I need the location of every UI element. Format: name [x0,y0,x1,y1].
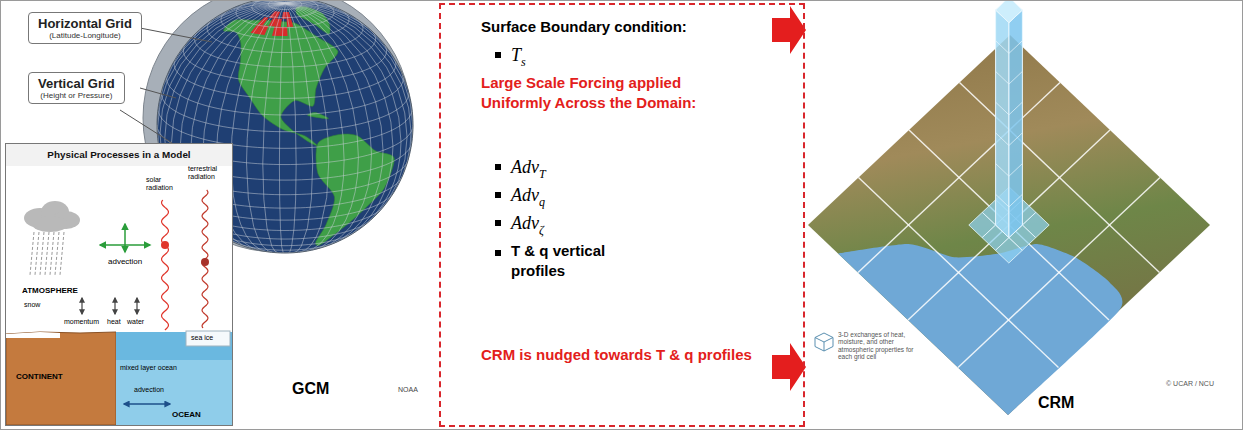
cube-icon [815,338,833,352]
column-layer [996,164,1023,177]
sea [838,244,1122,415]
bullet-marker [495,164,501,170]
process-label: snow [24,301,40,309]
bullet-item: Ts [511,43,526,70]
block-arrow [772,6,806,54]
block-arrows [772,6,806,391]
block-arrow [772,343,806,391]
highlight-cell [287,19,294,27]
mixed-layer [116,332,232,360]
highlight-cell [280,27,288,36]
ocean-advection-arrow [124,403,170,404]
process-inset: Physical Processes in a Model [5,143,233,426]
region-label: CONTINENT [16,372,63,381]
process-label: advection [108,257,142,266]
column-face [1009,10,1022,238]
crm-illustration [808,0,1210,415]
highlight-cell [275,19,282,27]
column-layer [996,41,1023,54]
icon-caption: 3-D exchanges of heat, moisture, and oth… [838,331,914,361]
box-subtitle: (Height or Pressure) [38,91,115,100]
column-face [996,10,1009,238]
snow-cover [6,332,60,338]
process-label: momentum [64,318,99,326]
process-label: mixed layer ocean [120,364,177,372]
cloud [32,216,68,232]
process-illustration [5,143,233,426]
box-heading: Horizontal Grid [38,16,132,31]
rain [35,232,39,275]
column-layer [996,194,1023,207]
rain [30,232,34,275]
forcing-heading: Large Scale Forcing applied Uniformly Ac… [481,73,743,114]
credit: © UCAR / NCU [1166,380,1214,388]
rain [60,232,64,275]
nudging-note: CRM is nudged towards T & q profiles [481,345,753,365]
bullet-item: T & q vertical profiles [511,241,661,282]
inset-title-band [6,144,232,166]
process-label: heat [107,318,121,326]
leader-line [140,28,212,42]
box-heading: Vertical Grid [38,76,115,91]
credit: NOAA [398,386,418,394]
rain [45,232,49,275]
column-layer [996,102,1023,115]
bullet-item: Advζ [511,211,544,238]
forcing-box: Surface Boundary condition: TsLarge Scale… [439,3,805,427]
process-label: terrestrial radiation [188,165,232,181]
grid-line [958,178,1160,368]
bullet-marker [495,250,501,256]
cube-icon [815,333,833,351]
grid-label-box: Vertical Grid(Height or Pressure) [28,72,125,104]
bullet-marker [495,220,501,226]
continent [6,332,116,425]
bullet-marker [495,192,501,198]
process-label: solar radiation [146,176,186,192]
leader-lines [120,28,212,143]
rain [50,232,54,275]
leader-line [140,88,176,98]
box-subtitle: (Latitude-Longitude) [38,31,132,40]
flux-arrow [136,298,137,314]
process-label: advection [134,386,164,394]
grid-label-box: Horizontal Grid(Latitude-Longitude) [28,12,142,44]
solar-radiation-wave [162,200,169,330]
process-label: sea ice [191,334,213,342]
bullet-item: Advq [511,183,545,210]
column-layer [996,133,1023,146]
panel-title: CRM [1038,394,1074,412]
inset-ground [5,143,233,426]
process-label: water [127,318,144,326]
sea-ice [186,331,230,346]
column-top [996,0,1023,23]
region-label: ATMOSPHERE [22,286,78,295]
flux-arrow [114,298,115,314]
inset-title: Physical Processes in a Model [6,144,232,160]
leader-line [120,110,172,143]
flux-arrow [81,298,82,314]
grid-cell [995,238,1022,263]
region-label: OCEAN [172,410,201,419]
rain [40,232,44,275]
column-layer [996,71,1023,84]
radiation-dot [161,241,169,249]
ocean [116,332,232,425]
advection-arrow [124,224,126,252]
bullet-marker [495,52,501,58]
section-heading: Surface Boundary condition: [481,17,781,37]
panel-title: GCM [292,380,329,398]
bullet-item: AdvT [511,155,546,182]
rain [55,232,59,275]
radiation-dot [201,258,209,266]
